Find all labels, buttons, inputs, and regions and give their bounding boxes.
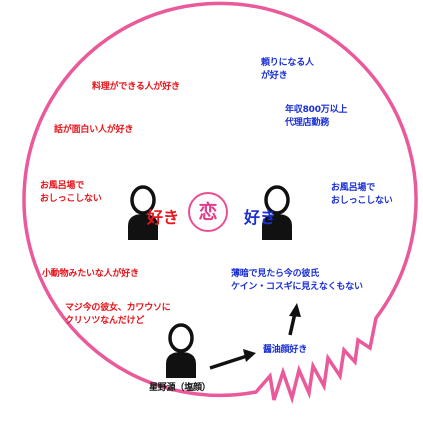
- left-item-funny: 話が面白い人が好き: [54, 125, 134, 135]
- koi-label: 恋: [198, 201, 218, 223]
- right-item-income-line1: 年収800万以上: [285, 105, 348, 115]
- left-item-otter-line2: クリソツなんだけど: [65, 316, 145, 326]
- arrow-up-icon: [288, 303, 301, 336]
- bottom-person-label: 星野源（塩顔）: [149, 383, 211, 393]
- koi-badge: 恋: [188, 192, 228, 232]
- right-item-income-line2: 代理店勤務: [285, 118, 330, 128]
- left-item-bath-line1: お風呂場で: [40, 181, 85, 191]
- right-item-kane-line2: ケイン・コスギに見えなくもない: [231, 282, 363, 292]
- right-item-bath-line1: お風呂場で: [331, 183, 376, 193]
- love-circle-outline: [22, 1, 418, 405]
- left-item-cooking: 料理ができる人が好き: [92, 82, 180, 92]
- left-item-small-animal: 小動物みたいな人が好き: [42, 269, 139, 279]
- shoyu-label: 醤油顔好き: [263, 345, 308, 355]
- arrow-right-icon: [209, 349, 256, 370]
- right-item-bath-line2: おしっこしない: [331, 196, 393, 206]
- right-like-label: 好き: [244, 208, 277, 227]
- right-item-kane-line1: 薄暗で見たら今の彼氏: [231, 269, 320, 279]
- left-like-label: 好き: [147, 208, 180, 227]
- right-item-reliable-line2: が好き: [261, 71, 288, 81]
- bottom-person-icon: [166, 323, 196, 378]
- right-person-icon: [262, 185, 292, 240]
- right-item-reliable-line1: 頼りになる人: [261, 58, 314, 68]
- left-person-icon: [128, 185, 158, 240]
- left-item-bath-line2: おしっこしない: [40, 194, 102, 204]
- left-item-otter-line1: マジ今の彼女、カワウソに: [65, 303, 171, 313]
